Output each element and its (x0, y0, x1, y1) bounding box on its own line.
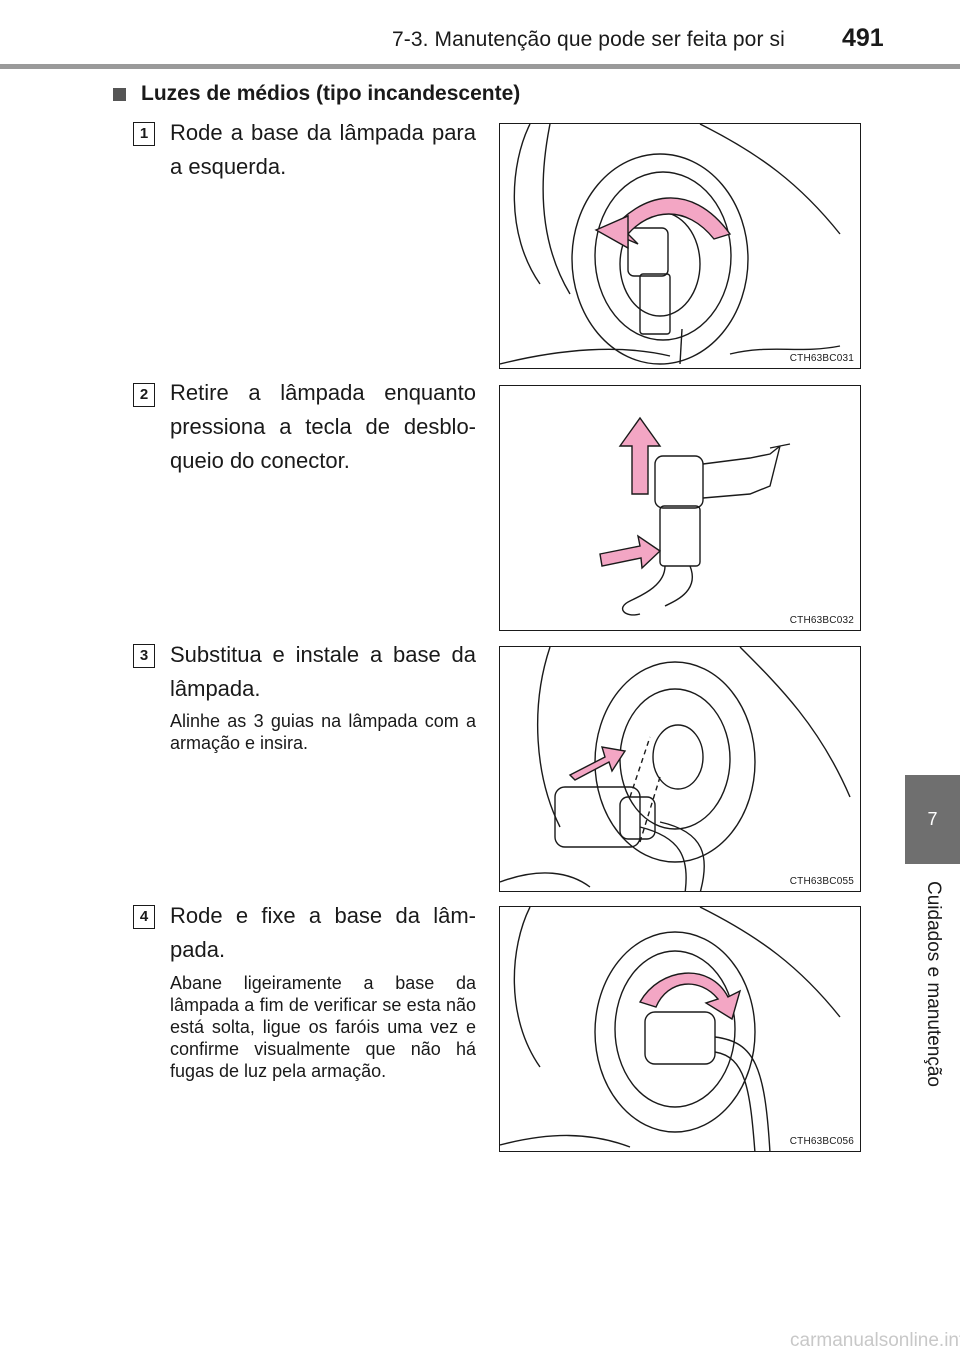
chapter-label-text: Cuidados e manutenção (922, 881, 944, 1087)
section-title-text: Luzes de médios (tipo incandescente) (141, 82, 521, 105)
running-header: 7-3. Manutenção que pode ser feita por s… (392, 28, 785, 51)
figure-step-2: CTH63BC032 (499, 385, 861, 631)
bulb-rotate-left-illustration (500, 124, 841, 365)
step-note-3: Alinhe as 3 guias na lâmpada com a armaç… (170, 711, 476, 753)
step-number-2: 2 (133, 383, 155, 407)
figure-code: CTH63BC031 (789, 353, 854, 364)
square-bullet-icon (113, 87, 126, 101)
figure-code: CTH63BC055 (789, 876, 854, 887)
figure-step-4: CTH63BC056 (499, 906, 861, 1152)
step-text-3: Substitua e instale a base da lâmpada. (170, 642, 476, 701)
step-number-3: 3 (133, 644, 155, 668)
bulb-rotate-fix-illustration (500, 907, 841, 1151)
figure-step-1: CTH63BC031 (499, 123, 861, 369)
figure-code: CTH63BC056 (789, 1136, 854, 1147)
step-number-1: 1 (133, 122, 155, 146)
step-text-2: Retire a lâmpada enquanto pressiona a te… (170, 380, 476, 473)
figure-code: CTH63BC032 (789, 615, 854, 626)
bulb-install-illustration (500, 647, 851, 891)
step-number-4: 4 (133, 905, 155, 929)
chapter-label: Cuidados e manutenção (905, 864, 960, 1104)
section-title: Luzes de médios (tipo incandescente) (113, 82, 520, 106)
page-number: 491 (842, 24, 884, 52)
chapter-tab[interactable]: 7 (905, 775, 960, 864)
watermark: carmanualsonline.info (790, 1330, 960, 1351)
step-text-4: Rode e fixe a base da lâm-pada. (170, 903, 476, 962)
step-note-4: Abane ligeiramente a base da lâmpada a f… (170, 973, 476, 1081)
header-divider (0, 64, 960, 69)
bulb-unlock-illustration (599, 416, 791, 616)
step-text-1: Rode a base da lâmpada para a esquerda. (170, 120, 476, 179)
figure-step-3: CTH63BC055 (499, 646, 861, 892)
